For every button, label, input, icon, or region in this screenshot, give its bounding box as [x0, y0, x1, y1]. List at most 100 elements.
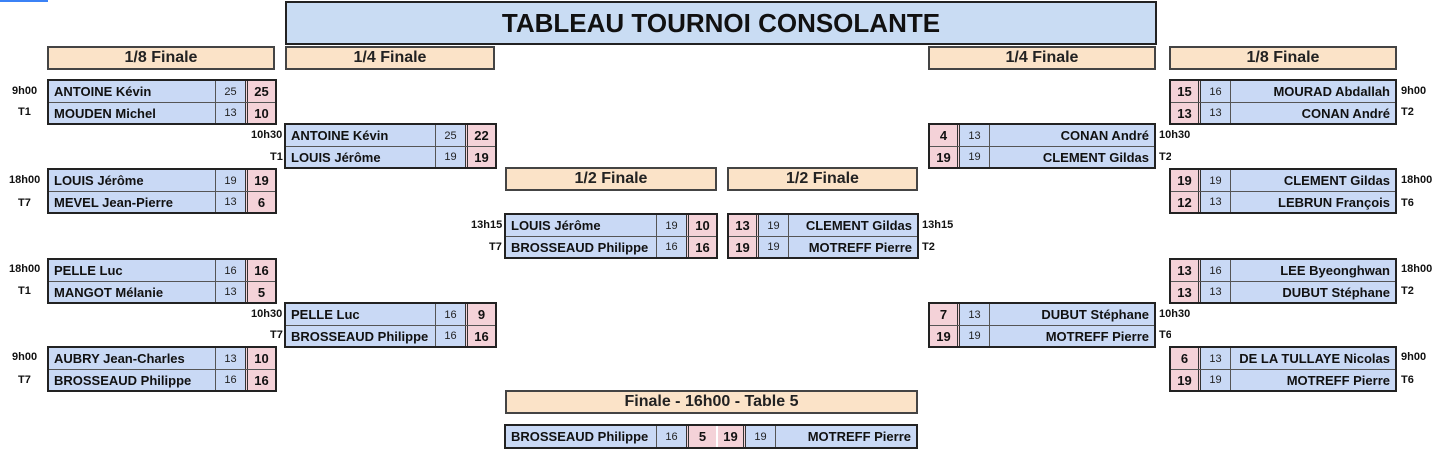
- player-handicap: 19: [960, 147, 990, 167]
- player-handicap: 16: [1201, 260, 1231, 281]
- header-r16-right: 1/8 Finale: [1169, 46, 1397, 70]
- match-table: T1: [18, 285, 31, 297]
- player-score: 10: [245, 348, 275, 369]
- player-score: 7: [930, 304, 960, 325]
- player-name: ANTOINE Kévin: [286, 125, 435, 146]
- match-table: T2: [1159, 151, 1171, 163]
- player-name: LOUIS Jérôme: [286, 147, 435, 167]
- match-time: 10h30: [251, 308, 283, 320]
- header-qf-left: 1/4 Finale: [285, 46, 495, 70]
- player-handicap: 19: [656, 215, 686, 236]
- player-score: 4: [930, 125, 960, 146]
- match-time: 18h00: [9, 174, 41, 186]
- match-time: 10h30: [1159, 308, 1191, 320]
- player-name: MOURAD Abdallah: [1231, 81, 1395, 102]
- player-score: 19: [465, 147, 495, 167]
- finalist-2-score: 19: [716, 426, 746, 447]
- player-score: 16: [465, 326, 495, 346]
- player-name: CLEMENT Gildas: [990, 147, 1154, 167]
- player-score: 9: [465, 304, 495, 325]
- player-handicap: 16: [656, 237, 686, 257]
- player-name: AUBRY Jean-Charles: [49, 348, 215, 369]
- player-score: 25: [245, 81, 275, 102]
- player-handicap: 16: [215, 260, 245, 281]
- final-match-card: BROSSEAUD Philippe 16 5 19 19 MOTREFF Pi…: [504, 424, 918, 449]
- player-name: DUBUT Stéphane: [990, 304, 1154, 325]
- match-time: 13h15: [922, 219, 954, 231]
- match-table: T2: [922, 241, 935, 253]
- player-name: LEE Byeonghwan: [1231, 260, 1395, 281]
- player-score: 19: [1171, 170, 1201, 191]
- match-table: T7: [18, 374, 31, 386]
- player-handicap: 16: [215, 370, 245, 390]
- match-time: 10h30: [1159, 129, 1191, 141]
- player-handicap: 19: [960, 326, 990, 346]
- player-score: 13: [729, 215, 759, 236]
- player-name: LOUIS Jérôme: [49, 170, 215, 191]
- player-handicap: 13: [1201, 103, 1231, 123]
- player-handicap: 19: [215, 170, 245, 191]
- finalist-2-handicap: 19: [746, 426, 776, 447]
- match-time: 9h00: [1401, 85, 1427, 97]
- player-score: 19: [1171, 370, 1201, 390]
- player-score: 22: [465, 125, 495, 146]
- player-handicap: 16: [1201, 81, 1231, 102]
- match-table: T6: [1159, 329, 1171, 341]
- player-name: ANTOINE Kévin: [49, 81, 215, 102]
- player-score: 16: [245, 370, 275, 390]
- player-name: MOTREFF Pierre: [789, 237, 917, 257]
- player-name: LOUIS Jérôme: [506, 215, 656, 236]
- player-score: 19: [930, 147, 960, 167]
- player-score: 19: [729, 237, 759, 257]
- player-score: 19: [245, 170, 275, 191]
- player-handicap: 25: [435, 125, 465, 146]
- finalist-1-name: BROSSEAUD Philippe: [506, 426, 656, 447]
- player-score: 13: [1171, 282, 1201, 302]
- header-sf-left: 1/2 Finale: [505, 167, 717, 191]
- player-name: CONAN André: [990, 125, 1154, 146]
- header-final: Finale - 16h00 - Table 5: [505, 390, 918, 414]
- match-time: 9h00: [1401, 351, 1427, 363]
- match-table: T7: [489, 241, 502, 253]
- match-table: T7: [270, 329, 283, 341]
- match-table: T1: [18, 106, 31, 118]
- player-name: MOUDEN Michel: [49, 103, 215, 123]
- player-name: PELLE Luc: [49, 260, 215, 281]
- player-name: PELLE Luc: [286, 304, 435, 325]
- match-table: T2: [1401, 285, 1414, 297]
- finalist-1-score: 5: [686, 426, 716, 447]
- header-sf-right: 1/2 Finale: [727, 167, 918, 191]
- match-time: 18h00: [1401, 263, 1433, 275]
- player-handicap: 13: [215, 192, 245, 212]
- player-handicap: 13: [1201, 192, 1231, 212]
- player-handicap: 16: [435, 326, 465, 346]
- match-time: 13h15: [471, 219, 503, 231]
- player-score: 5: [245, 282, 275, 302]
- player-name: MANGOT Mélanie: [49, 282, 215, 302]
